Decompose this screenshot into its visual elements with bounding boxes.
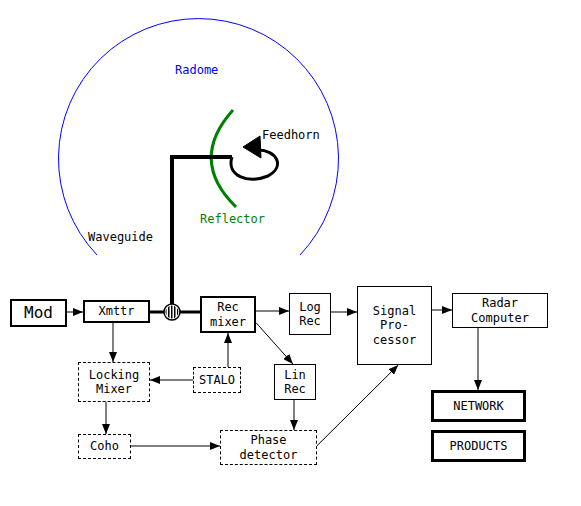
output-box: NETWORK (431, 390, 526, 422)
circulator-symbol (164, 304, 180, 320)
signal-arrow (256, 311, 289, 312)
box-label: NETWORK (453, 399, 504, 413)
box-label: Radar Computer (455, 296, 545, 325)
processor-box: Signal Pro- cessor (357, 286, 432, 365)
signal-arrow (228, 333, 229, 367)
transmitter-box: Xmttr (83, 300, 150, 323)
radome-label: Radome (175, 63, 218, 77)
signal-arrow (317, 365, 398, 446)
reflector-label: Reflector (200, 212, 265, 226)
oscillator-box: STALO (193, 367, 241, 393)
box-label: STALO (199, 373, 235, 387)
box-label: Coho (90, 439, 119, 453)
oscillator-box: Coho (78, 434, 131, 459)
radome-arc (59, 19, 339, 255)
signal-arrow (331, 312, 357, 313)
mixer-box: Rec mixer (200, 296, 256, 333)
signal-arrow (131, 446, 220, 447)
box-label: Phase detector (223, 433, 314, 462)
box-label: Signal Pro- cessor (360, 304, 429, 347)
waveguide-line (172, 157, 232, 304)
signal-arrow (150, 380, 193, 381)
box-label: Xmttr (98, 304, 134, 318)
box-label: Lin Rec (277, 368, 313, 397)
box-label: Mod (24, 303, 53, 322)
box-label: Rec mixer (204, 300, 252, 329)
box-label: Log Rec (292, 300, 328, 329)
signal-arrow (113, 323, 114, 362)
feedhorn-label: Feedhorn (262, 128, 320, 142)
box-label: Locking Mixer (81, 368, 147, 397)
feedhorn-symbol (243, 136, 261, 158)
waveguide-label: Waveguide (88, 230, 153, 244)
computer-box: Radar Computer (452, 293, 548, 328)
signal-arrow (106, 402, 107, 434)
signal-arrow (67, 312, 83, 313)
mixer-box: Locking Mixer (78, 362, 150, 402)
circulator-hatch (166, 306, 179, 319)
receiver-box: Log Rec (289, 293, 331, 335)
signal-arrow (294, 400, 295, 430)
box-label: PRODUCTS (450, 439, 508, 453)
receiver-box: Lin Rec (274, 364, 316, 400)
signal-arrow (256, 323, 293, 364)
detector-box: Phase detector (220, 430, 317, 465)
modulator-box: Mod (10, 299, 67, 327)
signal-arrow (432, 310, 452, 311)
signal-arrow (478, 328, 479, 390)
output-box: PRODUCTS (431, 430, 526, 462)
